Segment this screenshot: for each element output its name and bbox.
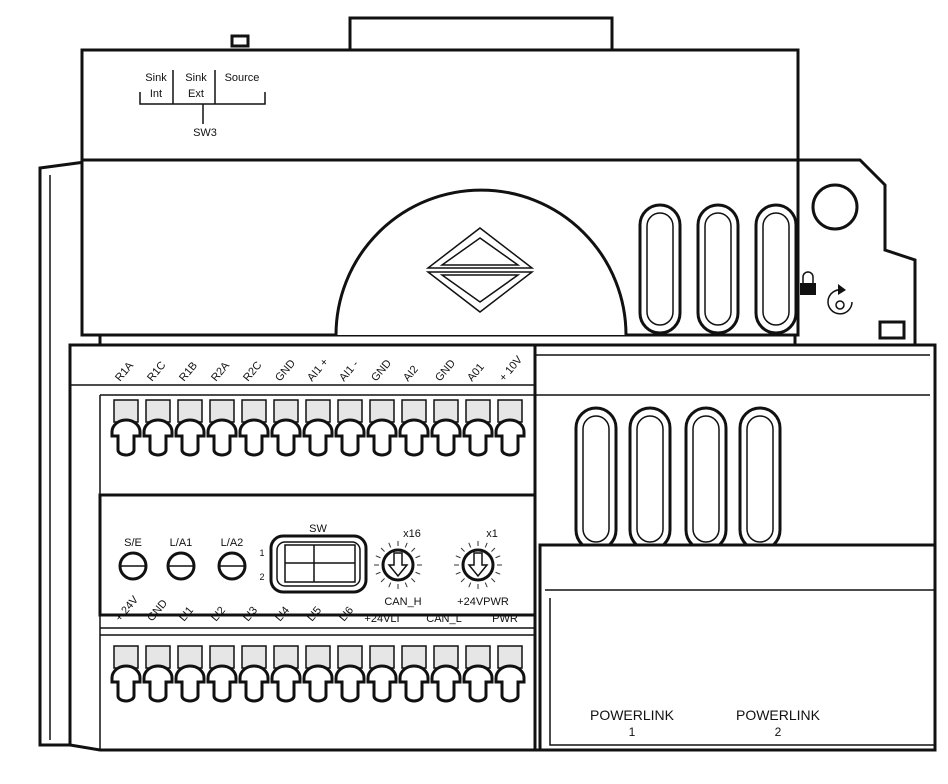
terminal[interactable] — [174, 399, 206, 457]
terminal-label: CAN_L — [426, 613, 461, 625]
mounting-hole — [811, 183, 859, 231]
sw3-sub-1: Int — [150, 88, 162, 100]
arrow-down-icon — [467, 552, 489, 578]
sw-switch[interactable] — [269, 534, 368, 594]
terminal[interactable] — [430, 645, 462, 703]
port-1-num: 1 — [629, 725, 636, 739]
sw3-opt-3: Source — [225, 72, 260, 84]
terminal[interactable] — [238, 645, 270, 703]
top-module — [80, 48, 800, 162]
sw-pos1: 1 — [259, 548, 264, 558]
vent-slot — [696, 203, 740, 335]
terminal[interactable] — [494, 399, 526, 457]
terminal[interactable] — [270, 645, 302, 703]
rotary-switch[interactable] — [454, 541, 502, 589]
vent-slot — [738, 406, 782, 552]
dome — [334, 188, 628, 336]
terminal-label: PWR — [492, 613, 518, 625]
terminal[interactable] — [270, 399, 302, 457]
sw3-sub-2: Ext — [188, 88, 204, 100]
sw-label: SW — [309, 523, 327, 535]
sw3-label: SW3 — [193, 127, 217, 139]
terminal[interactable] — [110, 645, 142, 703]
terminal[interactable] — [206, 645, 238, 703]
sw3-selector — [139, 70, 266, 124]
arrow-down-icon — [387, 552, 409, 578]
rotary-switch[interactable] — [374, 541, 422, 589]
terminal[interactable] — [334, 645, 366, 703]
terminal[interactable] — [398, 645, 430, 703]
rotary-multiplier: x16 — [403, 528, 421, 540]
terminal-label: +24VLI — [364, 613, 399, 625]
vent-slot — [638, 203, 682, 335]
vent-slot — [574, 406, 618, 552]
terminal[interactable] — [142, 645, 174, 703]
port-2-num: 2 — [775, 725, 782, 739]
terminal[interactable] — [142, 399, 174, 457]
terminal[interactable] — [174, 645, 206, 703]
sw3-opt-2: Sink — [185, 72, 207, 84]
top-nub — [230, 34, 250, 48]
terminal[interactable] — [206, 399, 238, 457]
terminal[interactable] — [462, 399, 494, 457]
top-terminal-block — [110, 399, 526, 457]
vent-slots-top — [638, 203, 798, 335]
led-label: L/A1 — [170, 537, 193, 549]
sw-pos2: 2 — [259, 572, 264, 582]
port-2-label: POWERLINK — [736, 707, 821, 723]
vent-slot — [628, 406, 672, 552]
terminal[interactable] — [238, 399, 270, 457]
vent-slot — [684, 406, 728, 552]
terminal[interactable] — [110, 399, 142, 457]
right-bracket — [793, 158, 917, 347]
up-down-arrow-icon — [425, 227, 535, 313]
terminal[interactable] — [398, 399, 430, 457]
top-tab — [348, 16, 614, 54]
rotary-multiplier: x1 — [486, 528, 498, 540]
terminal[interactable] — [334, 399, 366, 457]
terminal[interactable] — [494, 645, 526, 703]
terminal[interactable] — [366, 645, 398, 703]
rotary-label: +24VPWR — [457, 596, 509, 608]
terminal[interactable] — [302, 399, 334, 457]
port-1-label: POWERLINK — [590, 707, 675, 723]
terminal[interactable] — [462, 645, 494, 703]
led-label: S/E — [124, 537, 142, 549]
terminal[interactable] — [430, 399, 462, 457]
rotate-icon — [827, 284, 853, 315]
latch — [878, 320, 906, 340]
port-housing — [538, 543, 937, 752]
rotary-label: CAN_H — [384, 596, 421, 608]
terminal[interactable] — [302, 645, 334, 703]
led-label: L/A2 — [221, 537, 244, 549]
vent-slots-bottom — [574, 406, 782, 552]
bottom-terminal-block — [110, 645, 526, 703]
lock-icon — [800, 271, 816, 295]
terminal[interactable] — [366, 399, 398, 457]
vent-slot — [754, 203, 798, 335]
sw3-opt-1: Sink — [145, 72, 167, 84]
